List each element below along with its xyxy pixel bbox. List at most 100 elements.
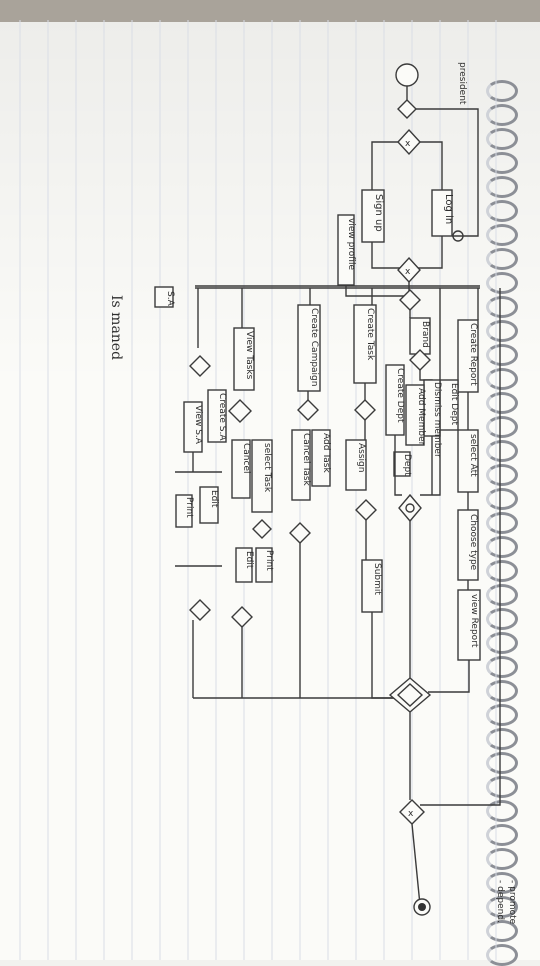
decision-diamond	[397, 128, 421, 156]
decision-diamond	[252, 519, 272, 539]
spiral-ring	[486, 920, 518, 942]
edit-label: Edit	[244, 551, 254, 569]
spiral-ring	[486, 824, 518, 846]
initial-node	[395, 63, 419, 87]
print-node	[255, 547, 273, 583]
view-report-label: view Report	[469, 594, 479, 648]
spiral-ring	[486, 440, 518, 462]
submit-label: Submit	[372, 563, 382, 595]
assign-node	[345, 439, 367, 491]
edge	[345, 282, 410, 297]
spiral-ring	[486, 416, 518, 438]
spiral-ring	[486, 608, 518, 630]
sa-box	[154, 286, 174, 308]
edge	[411, 823, 421, 906]
create-dept-label: Create Dept	[395, 368, 405, 423]
create-sa-label: Create S.A	[217, 393, 227, 441]
guard-label: x	[405, 139, 411, 149]
spiral-ring	[486, 344, 518, 366]
side-note-1: - promote	[507, 880, 517, 925]
spiral-ring	[486, 848, 518, 870]
spiral-ring	[486, 800, 518, 822]
choose-type-label: Choose type	[468, 514, 478, 571]
edit-node	[235, 547, 253, 583]
merge-diamond	[355, 499, 377, 521]
spiral-ring	[486, 704, 518, 726]
merge-diamond	[231, 606, 253, 628]
create-task-label: Create Task	[365, 308, 375, 361]
spiral-ring	[486, 128, 518, 150]
guard-label: x	[408, 809, 414, 819]
spiral-ring	[486, 248, 518, 270]
signup-label: Sign up	[373, 194, 384, 232]
spiral-ring	[486, 392, 518, 414]
dept-label: Dept	[402, 454, 412, 476]
spiral-ring	[486, 272, 518, 294]
edge-loop-right	[420, 288, 501, 806]
edge	[418, 236, 443, 269]
spiral-ring	[486, 656, 518, 678]
spiral-ring	[486, 464, 518, 486]
spiral-ring	[486, 896, 518, 918]
spiral-ring	[486, 632, 518, 654]
spiral-ring	[486, 872, 518, 894]
add-task-label: Add Task	[321, 433, 331, 473]
edge	[420, 141, 443, 190]
final-merge-inner	[396, 683, 424, 707]
spiral-ring	[486, 368, 518, 390]
spiral-ring	[486, 584, 518, 606]
spiral-ring	[486, 512, 518, 534]
spiral-ring	[486, 152, 518, 174]
create-campaign-label: Create Campaign	[309, 308, 319, 386]
dept-node	[393, 451, 411, 477]
side-note-2: - depend.	[495, 880, 505, 923]
create-report-label: Create Report	[468, 323, 478, 386]
merge-diamond	[189, 599, 211, 621]
edge	[371, 242, 400, 269]
add-task-node	[311, 429, 331, 487]
spiral-ring	[486, 680, 518, 702]
dismiss-member-label: Dismiss member	[432, 382, 442, 458]
cancel-task-node	[291, 429, 311, 501]
print2-label: Print	[184, 497, 194, 518]
edge	[428, 660, 470, 693]
spiral-ring	[486, 320, 518, 342]
decision-diamond	[354, 399, 376, 421]
view-sa-label: View S.A	[193, 405, 203, 445]
edge-loop	[416, 108, 479, 237]
decision-diamond	[399, 289, 421, 311]
spiral-ring	[486, 176, 518, 198]
spiral-ring	[486, 80, 518, 102]
merge-diamond	[289, 522, 311, 544]
print-label: Print	[264, 550, 274, 571]
signup-node	[361, 189, 385, 243]
select-att-label: select Att	[468, 434, 478, 477]
select-task-label: select Task	[262, 443, 272, 493]
add-member-node	[405, 384, 425, 446]
add-member-label: Add Member	[416, 388, 426, 446]
decision-diamond	[297, 399, 319, 421]
guard-label: x	[405, 267, 411, 277]
spiral-ring	[486, 296, 518, 318]
spiral-ring	[486, 776, 518, 798]
edit-dept-label: Edit Dept	[449, 383, 459, 425]
assign-label: Assign	[356, 443, 366, 472]
merge-diamond	[398, 493, 422, 523]
spiral-ring	[486, 752, 518, 774]
note-marker	[452, 230, 464, 242]
view-tasks-label: View Tasks	[244, 331, 254, 380]
spiral-ring	[486, 200, 518, 222]
cancel-task-label: Cancel Task	[301, 433, 311, 487]
margin-note: Is maned	[108, 295, 124, 360]
cancel-node	[231, 439, 251, 499]
corner-label: president	[457, 62, 467, 105]
spiral-ring	[486, 488, 518, 510]
sa-label: S.A	[165, 291, 175, 307]
brand-label: Brand	[420, 321, 430, 348]
decision-diamond	[228, 399, 252, 423]
spiral-ring	[486, 224, 518, 246]
spiral-ring	[486, 560, 518, 582]
spiral-ring	[486, 728, 518, 750]
edge	[371, 141, 398, 190]
